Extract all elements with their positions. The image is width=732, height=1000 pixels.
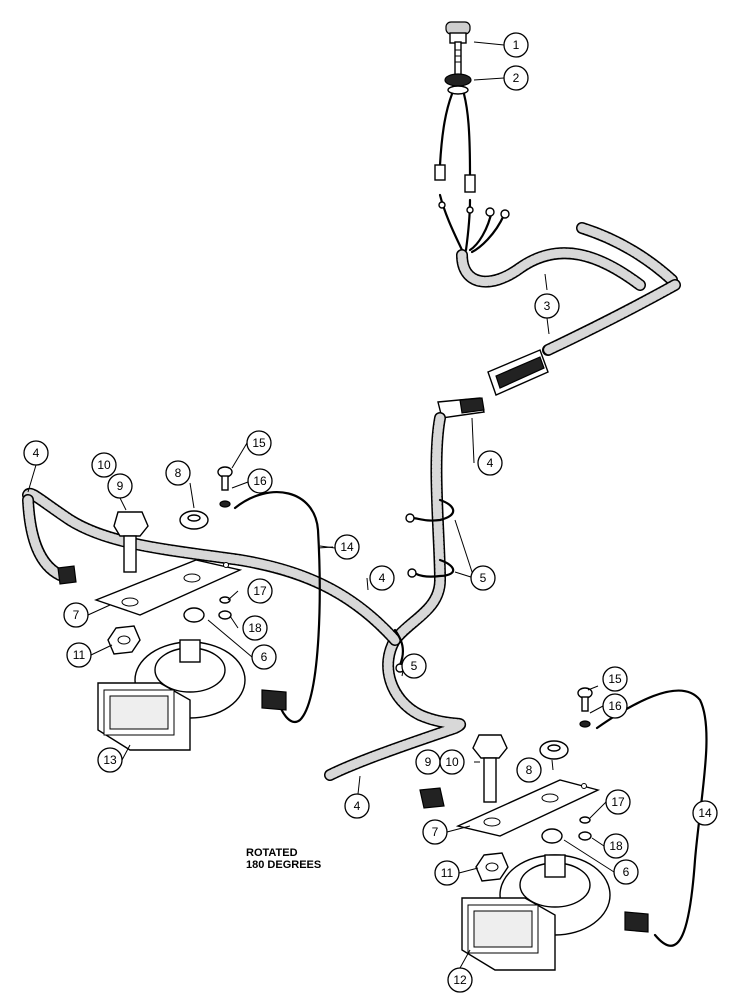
- callout-8-right: 8: [516, 757, 542, 783]
- right-screw: [577, 687, 593, 728]
- callout-4-left: 4: [23, 440, 49, 466]
- svg-text:8: 8: [175, 466, 182, 480]
- svg-text:8: 8: [526, 763, 533, 777]
- callout-11-right: 11: [434, 860, 460, 886]
- callout-16-right: 16: [602, 693, 628, 719]
- svg-text:4: 4: [354, 799, 361, 813]
- callout-1: 1: [503, 32, 529, 58]
- callout-11-left: 11: [66, 642, 92, 668]
- svg-text:9: 9: [117, 479, 124, 493]
- switch-wires: [434, 92, 510, 254]
- svg-text:16: 16: [608, 699, 622, 713]
- switch-nut: [444, 73, 472, 95]
- svg-text:18: 18: [609, 839, 623, 853]
- main-harness: [456, 222, 681, 356]
- svg-text:10: 10: [445, 755, 459, 769]
- right-horn-lead: [595, 689, 708, 947]
- callout-9-right: 9: [415, 749, 441, 775]
- svg-text:9: 9: [425, 755, 432, 769]
- right-bracket: [455, 779, 601, 837]
- svg-text:18: 18: [248, 621, 262, 635]
- callout-6-left: 6: [251, 644, 277, 670]
- svg-text:12: 12: [453, 973, 467, 987]
- callout-4-center: 4: [369, 565, 395, 591]
- rotated-note: ROTATED 180 DEGREES: [246, 847, 321, 871]
- callout-18-left: 18: [242, 615, 268, 641]
- svg-text:11: 11: [73, 648, 86, 662]
- svg-text:14: 14: [698, 806, 712, 820]
- svg-text:5: 5: [480, 571, 487, 585]
- branch-harness: [22, 412, 467, 781]
- left-washers: [183, 596, 232, 623]
- leader-lines: [27, 41, 701, 969]
- svg-text:13: 13: [103, 753, 117, 767]
- callout-3: 3: [534, 293, 560, 319]
- left-horn-lead: [233, 491, 321, 723]
- callout-18-right: 18: [603, 833, 629, 859]
- rotated-note-line2: 180 DEGREES: [246, 859, 322, 871]
- callout-17-right: 17: [605, 789, 631, 815]
- svg-text:1: 1: [513, 38, 520, 52]
- svg-text:17: 17: [253, 584, 267, 598]
- left-bolt: [113, 511, 149, 573]
- svg-text:4: 4: [487, 456, 494, 470]
- svg-text:17: 17: [611, 795, 625, 809]
- callout-10-left: 10: [91, 452, 117, 478]
- right-horn-connector: [419, 787, 445, 809]
- left-horn-connector: [57, 565, 77, 585]
- svg-text:3: 3: [544, 299, 551, 313]
- svg-text:6: 6: [261, 650, 268, 664]
- callout-15-left: 15: [246, 430, 272, 456]
- right-nut-bottom: [475, 852, 509, 882]
- horn-switch: [445, 21, 471, 77]
- left-horn-body: [97, 639, 246, 751]
- callout-10-right: 10: [439, 749, 465, 775]
- callout-17-left: 17: [247, 578, 273, 604]
- svg-text:15: 15: [252, 436, 266, 450]
- svg-text:10: 10: [97, 458, 111, 472]
- left-nut-top: [179, 510, 209, 530]
- svg-text:11: 11: [441, 866, 454, 880]
- right-nut-top: [539, 740, 569, 760]
- left-screw: [217, 466, 233, 508]
- svg-text:2: 2: [513, 71, 520, 85]
- callout-7-left: 7: [63, 602, 89, 628]
- svg-text:4: 4: [379, 571, 386, 585]
- callout-15-right: 15: [602, 666, 628, 692]
- callout-8-left: 8: [165, 460, 191, 486]
- callout-2: 2: [503, 65, 529, 91]
- callout-9-left: 9: [107, 473, 133, 499]
- svg-text:7: 7: [73, 608, 80, 622]
- svg-text:4: 4: [33, 446, 40, 460]
- callout-16-left: 16: [247, 468, 273, 494]
- callout-14-left: 14: [334, 534, 360, 560]
- callout-6-right: 6: [613, 859, 639, 885]
- callout-14-right: 14: [692, 800, 718, 826]
- right-bolt: [472, 734, 508, 803]
- callout-13: 13: [97, 747, 123, 773]
- callout-7-right: 7: [422, 819, 448, 845]
- svg-text:7: 7: [432, 825, 439, 839]
- callout-4-right: 4: [477, 450, 503, 476]
- right-horn-body: [461, 854, 611, 971]
- svg-text:6: 6: [623, 865, 630, 879]
- harness-connector: [487, 349, 549, 396]
- callout-4-bottom: 4: [344, 793, 370, 819]
- svg-text:5: 5: [411, 659, 418, 673]
- left-nut-bottom: [107, 625, 141, 655]
- svg-text:14: 14: [340, 540, 354, 554]
- right-washers: [541, 816, 592, 844]
- svg-text:15: 15: [608, 672, 622, 686]
- rotated-note-line1: ROTATED: [246, 847, 298, 859]
- callout-12: 12: [447, 967, 473, 993]
- callout-5-upper: 5: [470, 565, 496, 591]
- callout-5-lower: 5: [401, 653, 427, 679]
- svg-text:16: 16: [253, 474, 267, 488]
- left-bracket: [93, 559, 243, 616]
